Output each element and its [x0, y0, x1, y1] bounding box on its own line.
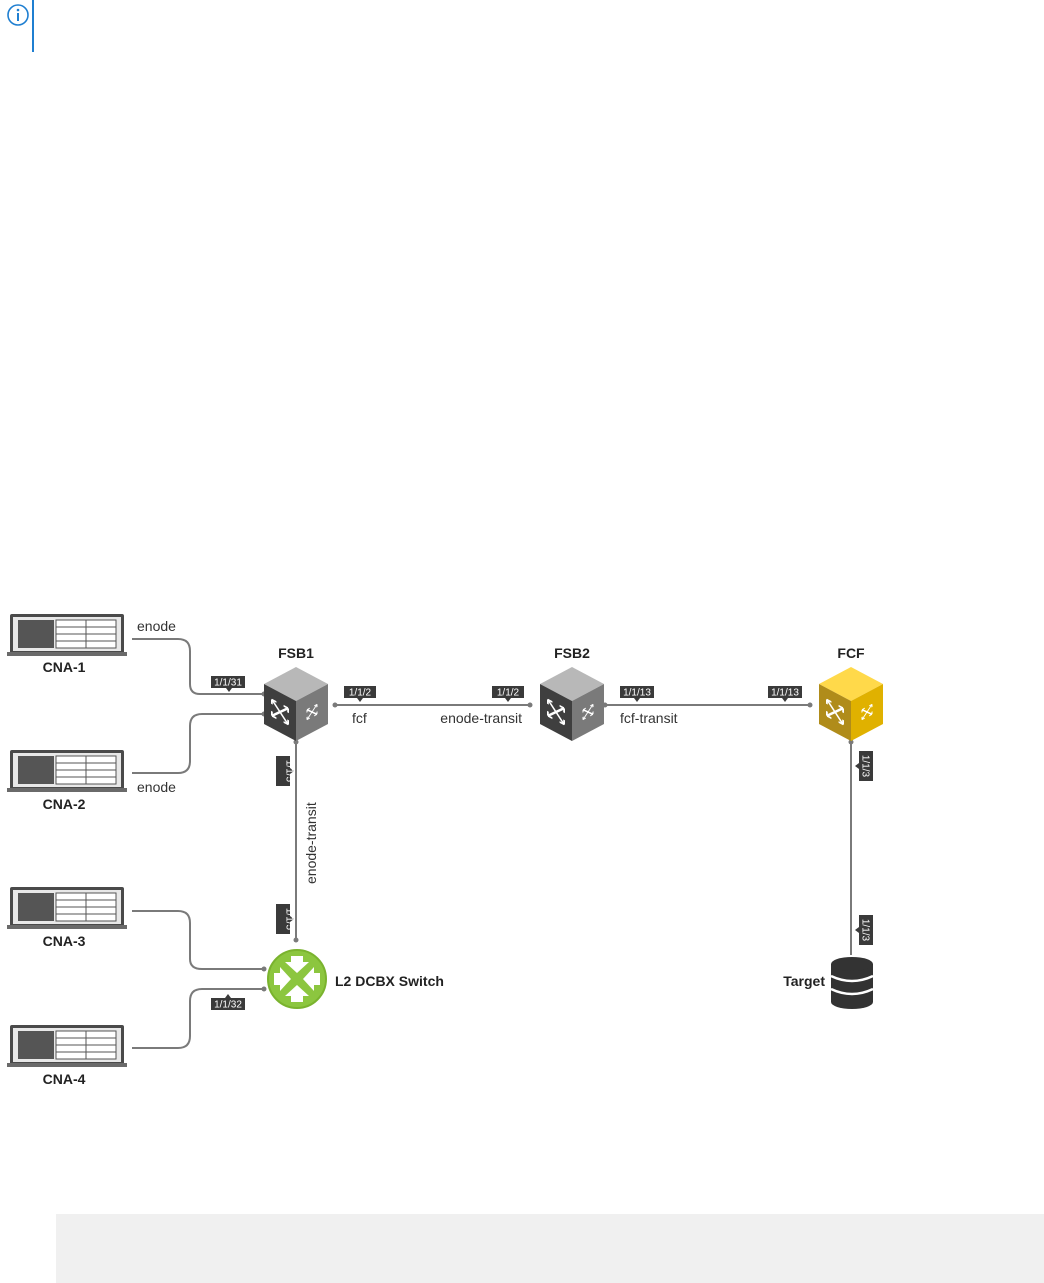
- cna2-link-role: enode: [137, 779, 176, 795]
- fsb1-label: FSB1: [278, 645, 314, 661]
- port-tag-fsb1-to-fsb2: 1/1/2: [344, 686, 376, 702]
- l2-switch-label: L2 DCBX Switch: [335, 973, 444, 989]
- cna4-label: CNA-4: [43, 1071, 86, 1087]
- link-cna4-l2: [132, 988, 262, 1049]
- l2-switch-icon: [267, 949, 327, 1009]
- link-cna2-fsb1: [132, 713, 262, 774]
- cna1-label: CNA-1: [43, 659, 86, 675]
- cna2-server-icon: [6, 749, 128, 793]
- port-tag-fsb1-cna1: 1/1/31: [211, 676, 245, 692]
- svg-text:1/1/5: 1/1/5: [284, 760, 295, 783]
- port-tag-target-up: 1/1/3: [855, 915, 873, 945]
- cna4-server-icon: [6, 1024, 128, 1068]
- port-tag-fsb1-down: 1/1/5: [276, 756, 295, 786]
- fcf-label: FCF: [837, 645, 865, 661]
- cna3-label: CNA-3: [43, 933, 86, 949]
- cna1-link-role: enode: [137, 618, 176, 634]
- svg-text:1/1/13: 1/1/13: [771, 688, 799, 699]
- fsb2-fcf-role: fcf-transit: [620, 710, 678, 726]
- port-tag-fcf-to-fsb2: 1/1/13: [768, 686, 802, 702]
- svg-text:1/1/3: 1/1/3: [860, 755, 871, 778]
- svg-text:1/1/13: 1/1/13: [623, 688, 651, 699]
- cna1-server-icon: [6, 613, 128, 657]
- link-cna1-fsb1: [132, 638, 262, 695]
- cna2-label: CNA-2: [43, 796, 86, 812]
- svg-text:1/1/5: 1/1/5: [284, 908, 295, 931]
- fsb1-fsb2-role-left: fcf: [352, 710, 367, 726]
- info-icon: [7, 4, 29, 26]
- target-label: Target: [783, 973, 825, 989]
- link-cna3-l2: [132, 910, 262, 970]
- network-diagram: CNA-1 CNA-2 CNA-3 CNA-4 enode enode fcf …: [6, 613, 883, 1087]
- svg-text:1/1/32: 1/1/32: [214, 1000, 242, 1011]
- port-tag-l2-up: 1/1/5: [276, 904, 295, 934]
- port-tag-fcf-down: 1/1/3: [855, 751, 873, 781]
- fcf-switch-icon: [819, 667, 883, 741]
- port-tag-l2-cna4: 1/1/32: [211, 994, 245, 1011]
- code-block: [56, 1214, 1044, 1283]
- svg-text:1/1/2: 1/1/2: [497, 688, 520, 699]
- port-tag-fsb2-to-fsb1: 1/1/2: [492, 686, 524, 702]
- svg-text:1/1/31: 1/1/31: [214, 678, 242, 689]
- cna3-server-icon: [6, 886, 128, 930]
- svg-text:1/1/2: 1/1/2: [349, 688, 372, 699]
- fsb2-switch-icon: [540, 667, 604, 741]
- target-database-icon: [830, 957, 874, 1009]
- port-tag-fsb2-to-fcf: 1/1/13: [620, 686, 654, 702]
- note-bar: [32, 0, 34, 52]
- fsb1-switch-icon: [264, 667, 328, 741]
- fsb1-fsb2-role-right: enode-transit: [440, 710, 522, 726]
- fsb2-label: FSB2: [554, 645, 590, 661]
- svg-text:1/1/3: 1/1/3: [860, 919, 871, 942]
- fsb1-l2-role: enode-transit: [303, 802, 319, 884]
